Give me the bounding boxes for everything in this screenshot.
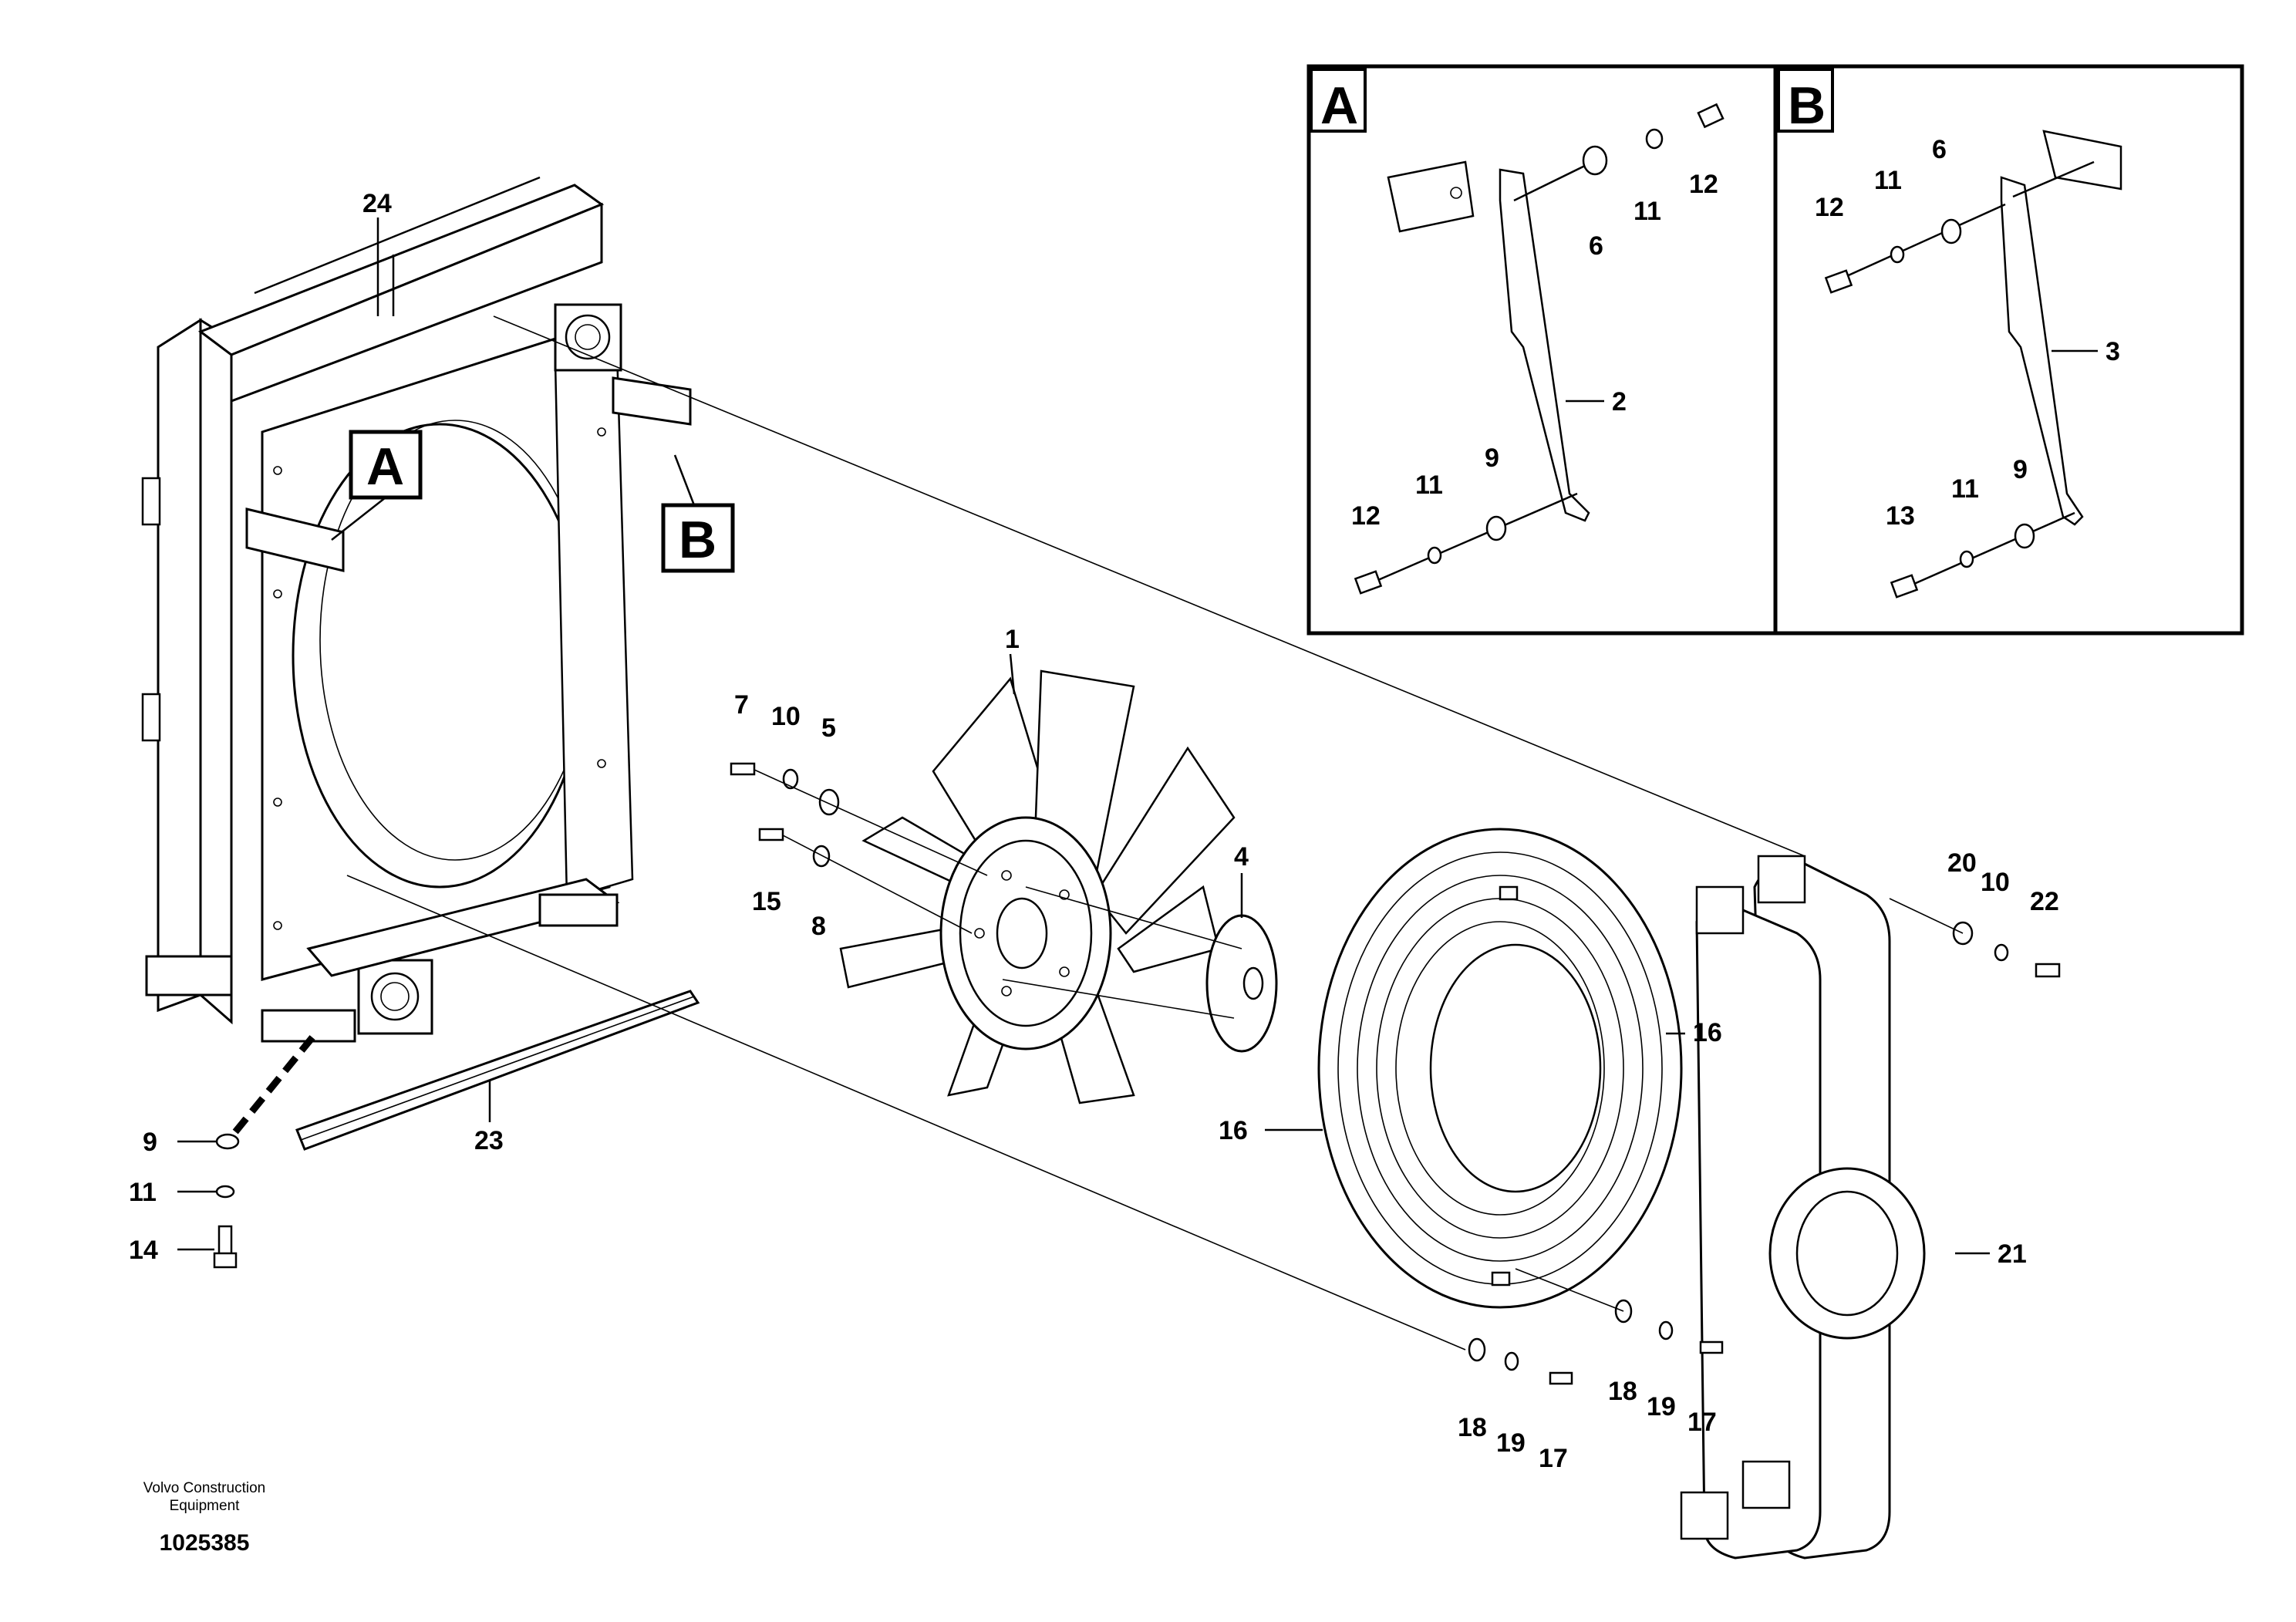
- assembly-lines: [346, 315, 1964, 1351]
- part-label-1: 1: [1005, 625, 1020, 654]
- callout-a: A: [331, 430, 423, 541]
- part-label-3: 3: [2106, 337, 2120, 366]
- callout-b: B: [661, 454, 735, 573]
- part-label-23: 23: [474, 1126, 504, 1155]
- part-label-21: 21: [1998, 1239, 2027, 1269]
- part-label-7: 7: [734, 690, 749, 720]
- callout-b-letter: B: [679, 511, 716, 569]
- part-label-6-a: 6: [1589, 231, 1603, 261]
- part-label-19-left: 19: [1496, 1428, 1526, 1458]
- part-label-12-a-bottom: 12: [1351, 501, 1381, 531]
- part-label-2: 2: [1612, 387, 1627, 416]
- part-label-11-a-bottom: 11: [1415, 470, 1443, 500]
- detail-b-letter: B: [1788, 76, 1826, 135]
- part-label-16-lower: 16: [1219, 1116, 1248, 1145]
- part-label-11-main: 11: [129, 1178, 157, 1207]
- part-label-20: 20: [1947, 848, 1977, 878]
- part-label-19-right: 19: [1647, 1392, 1676, 1421]
- cooler-fastener-row: [1952, 921, 2061, 978]
- bottom-fastener-stack: [213, 1133, 240, 1269]
- part-label-4: 4: [1234, 842, 1249, 872]
- mount-bolt-path: [224, 1035, 315, 1144]
- part-label-12-a-top: 12: [1689, 170, 1718, 199]
- seal-strip: [295, 990, 700, 1151]
- part-label-17-left: 17: [1539, 1444, 1568, 1473]
- fan-fastener-row-7-10-5: [730, 762, 840, 816]
- detail-a-letter: A: [1320, 76, 1358, 135]
- part-label-11-a-top: 11: [1633, 197, 1661, 226]
- part-label-9-a: 9: [1485, 443, 1499, 473]
- part-label-8: 8: [811, 912, 826, 941]
- part-label-15: 15: [752, 887, 781, 916]
- fan-fastener-row-15-8: [758, 828, 831, 868]
- part-label-10: 10: [771, 702, 801, 731]
- part-label-18-right: 18: [1608, 1377, 1637, 1406]
- fan-hub-plate: [1205, 914, 1278, 1053]
- fan-guard: [1317, 828, 1683, 1309]
- detail-view-a: A: [1306, 64, 1778, 636]
- part-label-24: 24: [362, 189, 392, 218]
- part-label-16-upper: 16: [1693, 1018, 1722, 1047]
- drawing-credit: Volvo Construction Equipment 1025385: [143, 1480, 265, 1556]
- detail-view-b: B: [1773, 64, 2244, 636]
- part-label-9-main: 9: [143, 1128, 157, 1157]
- leader-lines: [177, 218, 2098, 1255]
- part-label-11-b-bottom: 11: [1951, 474, 1979, 504]
- part-label-18-left: 18: [1458, 1413, 1487, 1442]
- credit-line-2: Equipment: [170, 1498, 241, 1514]
- part-label-9-b: 9: [2013, 455, 2028, 484]
- part-label-10-right: 10: [1981, 868, 2010, 897]
- credit-line-1: Volvo Construction: [143, 1480, 265, 1496]
- part-label-17-right: 17: [1687, 1408, 1717, 1437]
- part-label-12-b: 12: [1815, 193, 1844, 222]
- tube-cooler: [1680, 855, 1926, 1560]
- part-label-14: 14: [129, 1236, 158, 1265]
- part-label-11-b-top: 11: [1874, 166, 1902, 195]
- part-label-13: 13: [1886, 501, 1915, 531]
- part-label-6-b: 6: [1932, 135, 1947, 164]
- part-label-22: 22: [2030, 887, 2059, 916]
- drawing-number: 1025385: [160, 1530, 250, 1556]
- part-labels: 24 1 7 10 5 15 8 4 16 16 21 20 10 22 18 …: [129, 135, 2120, 1473]
- part-label-5: 5: [821, 713, 836, 743]
- radiator-assembly: [141, 176, 692, 1043]
- callout-a-letter: A: [366, 437, 404, 496]
- guard-fastener-row-lower: [1468, 1337, 1573, 1385]
- cooling-fan: [839, 669, 1236, 1104]
